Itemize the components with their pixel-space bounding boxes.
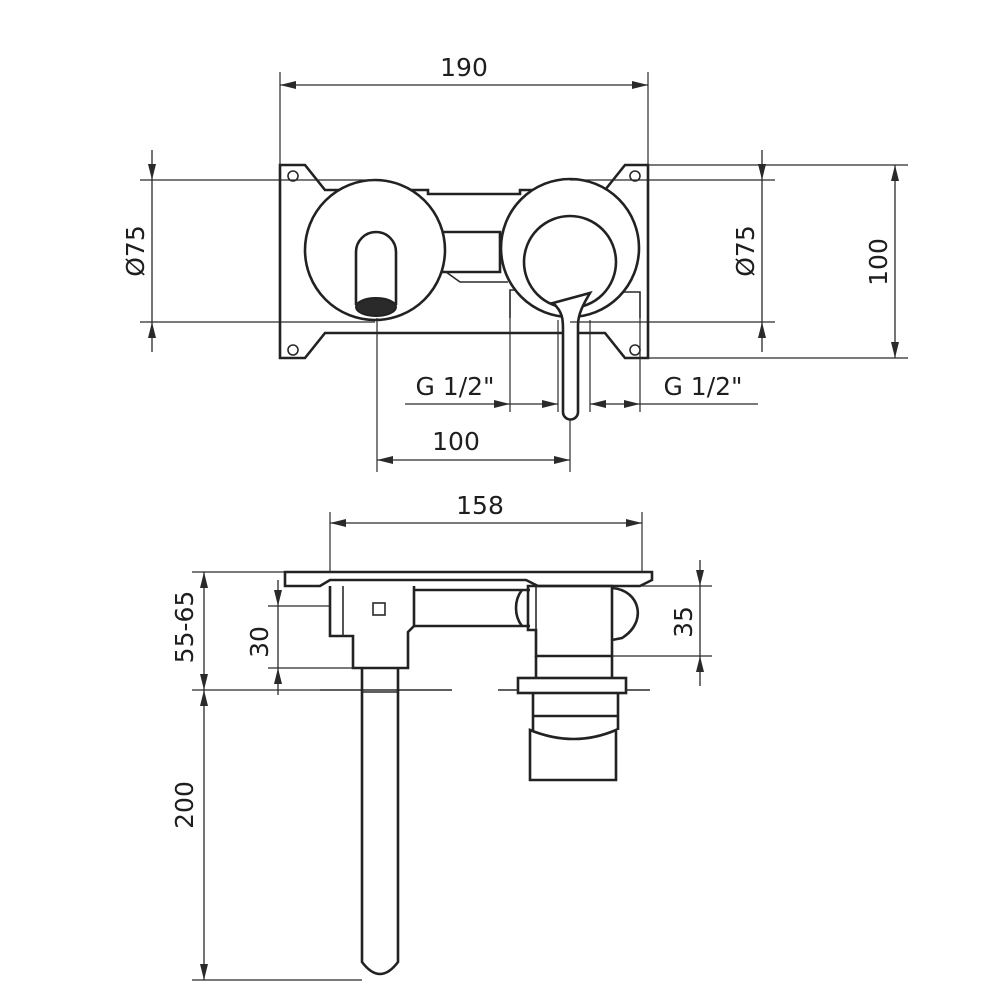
- arrow-head: [377, 456, 393, 464]
- spout-side: [360, 668, 400, 976]
- arrow-head: [200, 690, 208, 706]
- side-view: 158 55-65 30 35 200: [170, 491, 712, 981]
- arrow-head: [280, 81, 296, 89]
- arrow-head: [554, 456, 570, 464]
- valve-body-link: [440, 230, 502, 274]
- tube-end: [514, 589, 524, 627]
- handle-side: [528, 728, 618, 782]
- mounting-hole: [629, 344, 641, 356]
- arrow-head: [542, 400, 558, 408]
- mixer-body: [526, 584, 614, 658]
- cartridge-sleeve: [531, 693, 620, 730]
- arrow-head: [590, 400, 606, 408]
- side-plate: [283, 570, 654, 588]
- grub-screw: [372, 602, 386, 616]
- arrow-head: [330, 519, 346, 527]
- arrow-head: [200, 674, 208, 690]
- valve-body-lower: [445, 271, 508, 283]
- dimension-label-thread-right: G 1/2": [663, 372, 742, 401]
- mounting-hole: [287, 344, 299, 356]
- handle-rosette: [499, 177, 641, 319]
- cartridge-stem: [534, 656, 614, 678]
- arrow-head: [148, 322, 156, 338]
- arrow-head: [274, 590, 282, 606]
- spout-front: [354, 230, 398, 305]
- dimension-label-thread-left: G 1/2": [415, 372, 494, 401]
- connecting-tube: [414, 588, 530, 628]
- dimension-label-dia-right: Ø75: [731, 225, 760, 277]
- arrow-head: [696, 656, 704, 672]
- arrow-head: [891, 165, 899, 181]
- arrow-head: [200, 964, 208, 980]
- handle-lever: [550, 290, 593, 421]
- arrow-head: [626, 519, 642, 527]
- dimension-label-100-spacing: 100: [432, 427, 480, 456]
- mounting-hole: [287, 170, 299, 182]
- front-view: 190 Ø75 Ø75 100 G 1/2" G: [121, 53, 908, 472]
- dimension-label-200: 200: [170, 781, 199, 829]
- dimension-label-30: 30: [245, 626, 274, 658]
- arrow-head: [758, 322, 766, 338]
- mounting-hole: [629, 170, 641, 182]
- dimension-label-35: 35: [669, 606, 698, 638]
- dimension-label-100-height: 100: [864, 238, 893, 286]
- arrow-head: [632, 81, 648, 89]
- arrow-head: [758, 164, 766, 180]
- dimension-label-190: 190: [440, 53, 488, 82]
- arrow-head: [274, 668, 282, 684]
- arrow-head: [200, 572, 208, 588]
- dimension-label-158: 158: [456, 491, 504, 520]
- arrow-head: [696, 570, 704, 586]
- dimension-label-dia-left: Ø75: [121, 225, 150, 277]
- spout-outlet: [355, 297, 397, 317]
- arrow-head: [494, 400, 510, 408]
- wall-rosette-right: [516, 676, 628, 695]
- valve-housing: [328, 586, 416, 670]
- arrow-head: [891, 342, 899, 358]
- inlet-box-right: [622, 291, 641, 318]
- handle-cap: [611, 586, 640, 642]
- dimension-label-55-65: 55-65: [170, 591, 199, 664]
- arrow-head: [624, 400, 640, 408]
- arrow-head: [148, 164, 156, 180]
